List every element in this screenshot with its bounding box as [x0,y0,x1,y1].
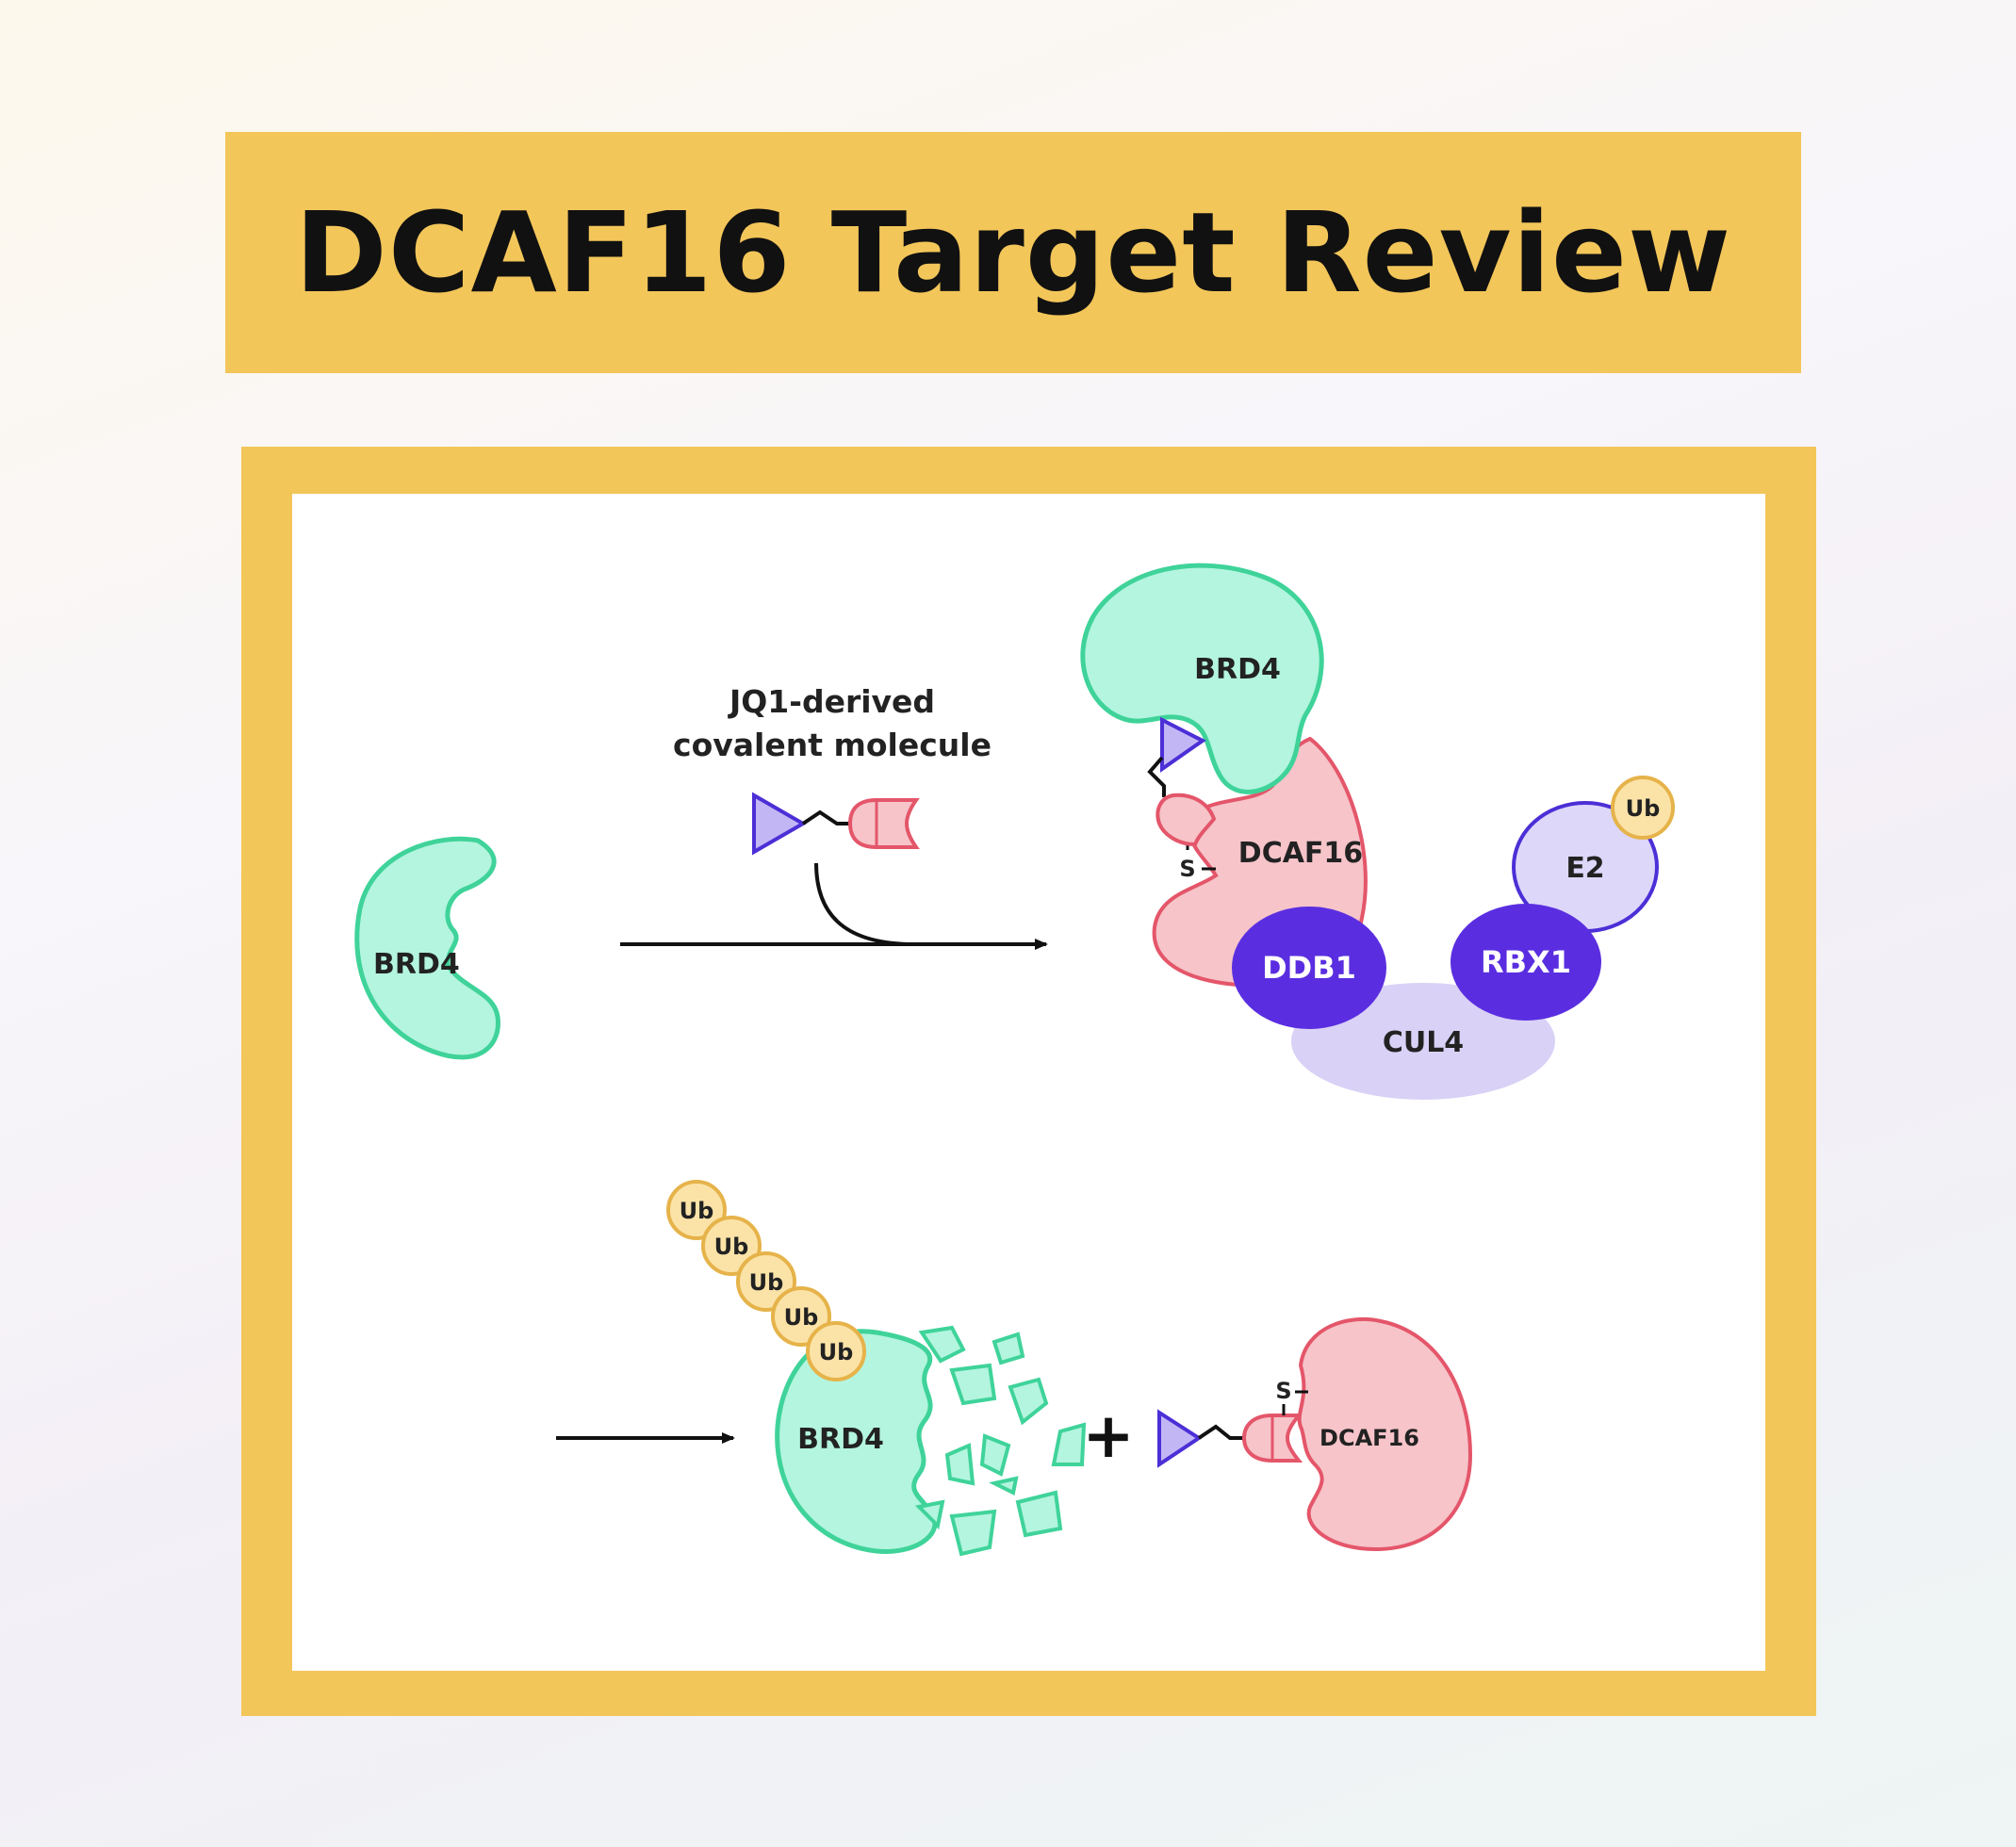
ub-e2: Ub [1611,776,1675,840]
brd4-free: BRD4 [354,836,500,1060]
svg-text:Ub: Ub [749,1269,784,1296]
reaction-arrow-1 [620,862,1048,950]
released-molecule [1157,1409,1303,1468]
jq1-ligand-icon [752,792,808,856]
dcaf16-released: DCAF16 S [1275,1316,1473,1552]
brd4-degraded: BRD4 [775,1325,1087,1557]
brd4-fragments [914,1325,1087,1557]
bound-molecule [1147,716,1217,847]
brd4-bound: BRD4 [1080,563,1324,794]
brd4-free-label: BRD4 [373,948,460,981]
svg-text:Ub: Ub [784,1304,819,1331]
figure-frame: BRD4 JQ1-derived covalent molecule [241,447,1816,1716]
molecule-caption-line2: covalent molecule [673,727,992,763]
brd4-degraded-label: BRD4 [797,1423,884,1456]
covalent-molecule [752,792,920,856]
e2-label: E2 [1565,852,1604,885]
sulfur-complex-label: S [1179,856,1195,882]
title-banner: DCAF16 Target Review [225,132,1801,373]
svg-text:Ub: Ub [680,1198,714,1224]
dcaf16-complex-label: DCAF16 [1238,837,1363,870]
sulfur-released-label: S [1275,1378,1291,1404]
ub-chain-item-5: Ub [806,1321,866,1381]
cul4-label: CUL4 [1383,1026,1464,1059]
warhead-icon [847,798,920,849]
molecule-caption-line1: JQ1-derived [728,683,935,720]
rbx1-node: RBX1 [1451,904,1601,1021]
ddb1-node: DDB1 [1232,907,1386,1029]
linker-icon [801,809,850,825]
page-title: DCAF16 Target Review [294,188,1732,318]
mechanism-diagram: BRD4 JQ1-derived covalent molecule [354,563,1675,1557]
ddb1-label: DDB1 [1262,950,1356,986]
e2-node: E2 [1512,801,1659,933]
brd4-bound-label: BRD4 [1194,653,1281,686]
ub-e2-label: Ub [1626,795,1661,822]
rbx1-label: RBX1 [1481,944,1571,980]
ub-chain-item-4: Ub [771,1286,831,1347]
ternary-complex: CUL4 E2 Ub DCAF16 S [1080,563,1675,1100]
dcaf16-released-label: DCAF16 [1319,1425,1419,1451]
svg-text:Ub: Ub [819,1339,854,1365]
svg-text:Ub: Ub [714,1234,749,1260]
released-ligand-icon [1157,1409,1203,1468]
diagram-canvas: BRD4 JQ1-derived covalent molecule [292,494,1765,1671]
plus-sign: + [1082,1399,1134,1472]
ub-chain: Ub Ub Ub Ub Ub [666,1180,866,1381]
